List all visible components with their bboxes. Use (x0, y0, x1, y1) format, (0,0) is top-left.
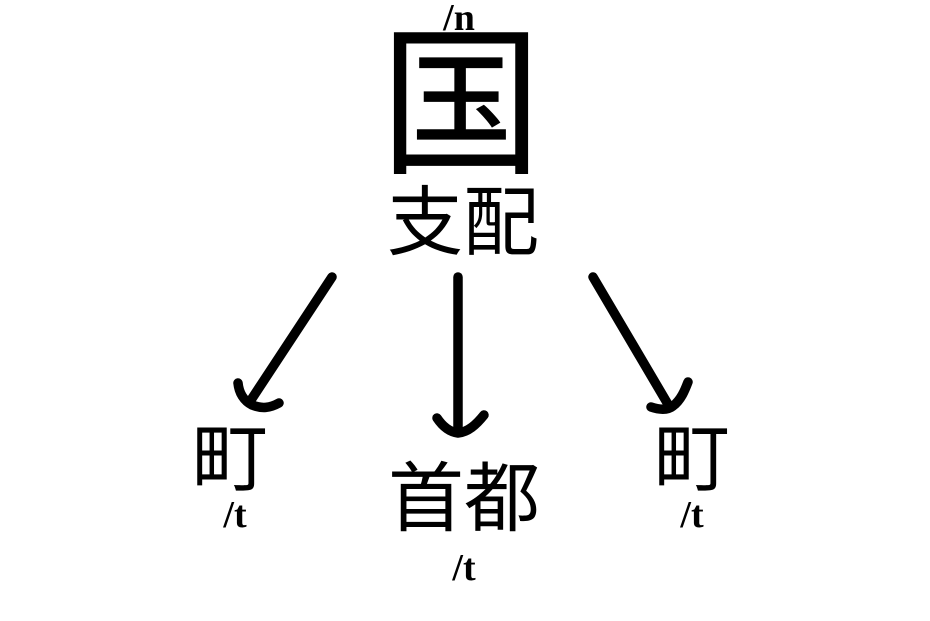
arrow-down-right-icon (588, 272, 693, 414)
child-right-pos-tag: /t (680, 494, 704, 536)
child-center-word: 首都 (388, 458, 540, 542)
child-right-word: 町 (654, 418, 730, 502)
root-pos-tag: /n (443, 0, 475, 39)
child-center-pos-tag: /t (452, 547, 476, 589)
arrow-down-icon (432, 272, 489, 438)
child-left-word: 町 (192, 418, 268, 502)
child-left-pos-tag: /t (223, 494, 247, 536)
relation-label: 支配 (387, 182, 539, 266)
arrow-down-left-icon (233, 272, 337, 413)
root-word: 国 (380, 18, 542, 197)
